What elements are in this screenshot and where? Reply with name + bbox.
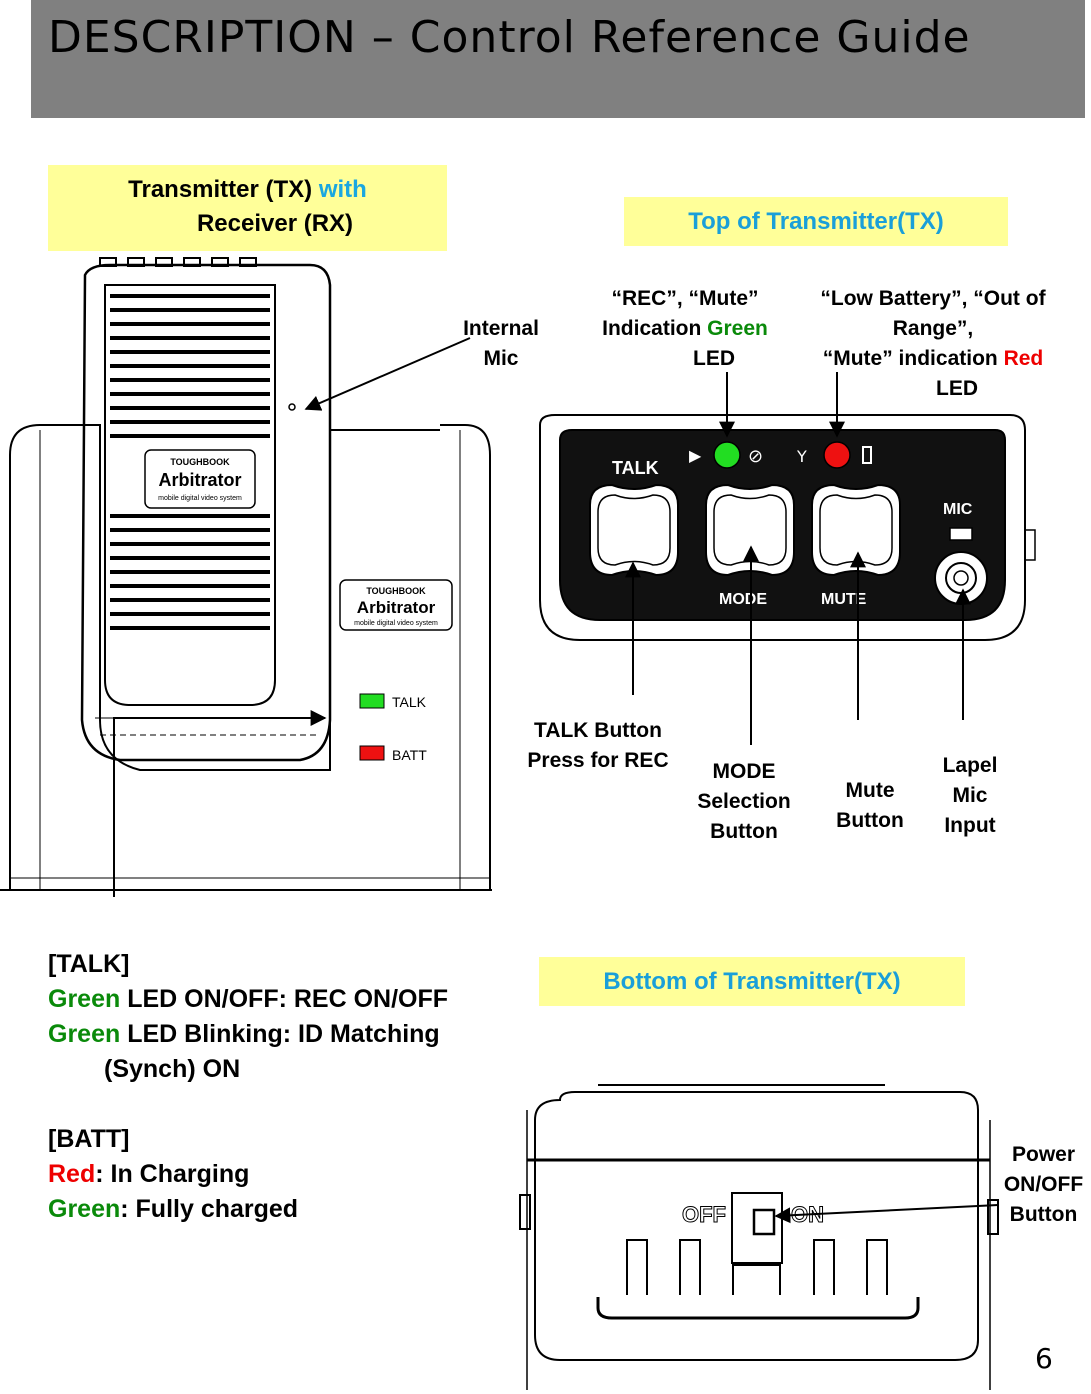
tx-with-rx-label: Transmitter (TX) with Receiver (RX): [48, 165, 447, 251]
panel-mode-label: MODE: [719, 591, 767, 608]
tx-logo-name: Arbitrator: [158, 470, 241, 490]
cradle-illustration: [0, 257, 492, 891]
batt-led-label: BATT: [392, 747, 427, 763]
cradle-logo-top: TOUGHBOOK: [366, 586, 426, 596]
batt-line-1: Red: In Charging: [48, 1160, 250, 1188]
bottom-panel-illustration: [519, 1084, 999, 1390]
talk-header: [TALK]: [48, 950, 130, 978]
green-led-icon: [713, 441, 741, 469]
grille: [110, 294, 270, 630]
led-description: [TALK] Green LED ON/OFF: REC ON/OFF Gree…: [48, 947, 448, 1227]
tx-logo-sub: mobile digital video system: [158, 495, 242, 502]
talk-line-2: Green LED Blinking: ID Matching: [48, 1020, 440, 1048]
batt-header: [BATT]: [48, 1125, 130, 1153]
talk-led-icon: [359, 693, 385, 709]
tx-logo: TOUGHBOOK Arbitrator mobile digital vide…: [144, 449, 256, 509]
header-bar: [31, 0, 1085, 118]
off-label: OFF: [682, 1202, 726, 1227]
top-panel-illustration: ▶ ⊘ Y TALK MODE MUTE MIC: [539, 414, 1036, 641]
batt-line-2: Green: Fully charged: [48, 1195, 299, 1223]
red-led-label: “Low Battery”, “Out of Range”, “Mute” in…: [820, 287, 1046, 400]
svg-text:⊘: ⊘: [748, 446, 763, 467]
panel-talk-label: TALK: [612, 458, 659, 478]
panel-mute-label: MUTE: [821, 591, 867, 608]
talk-line-1: Green LED ON/OFF: REC ON/OFF: [48, 985, 449, 1013]
cradle-logo: TOUGHBOOK Arbitrator mobile digital vide…: [339, 579, 453, 631]
svg-text:▶: ▶: [689, 446, 702, 465]
red-led-icon: [823, 441, 851, 469]
page-number: 6: [1035, 1342, 1053, 1375]
page-title: DESCRIPTION – Control Reference Guide: [48, 12, 971, 63]
tx-label-part1: Transmitter (TX): [128, 176, 319, 203]
cradle-logo-name: Arbitrator: [357, 598, 436, 617]
green-led-label: “REC”, “Mute” Indication Green LED: [602, 287, 768, 370]
callout-arrows: [113, 337, 999, 1224]
top-of-tx-label: Top of Transmitter(TX): [624, 197, 1008, 246]
talk-led-label: TALK: [392, 694, 427, 710]
bottom-of-tx-label: Bottom of Transmitter(TX): [539, 957, 965, 1006]
cradle-logo-sub: mobile digital video system: [354, 620, 438, 627]
panel-mic-label: MIC: [943, 501, 973, 518]
tx-logo-top: TOUGHBOOK: [170, 457, 230, 467]
batt-led-icon: [359, 745, 385, 761]
tx-label-part2: Receiver (RX): [196, 210, 354, 237]
tx-label-with: with: [318, 176, 367, 203]
svg-text:Y: Y: [796, 447, 807, 466]
talk-line-3: (Synch) ON: [104, 1055, 241, 1083]
